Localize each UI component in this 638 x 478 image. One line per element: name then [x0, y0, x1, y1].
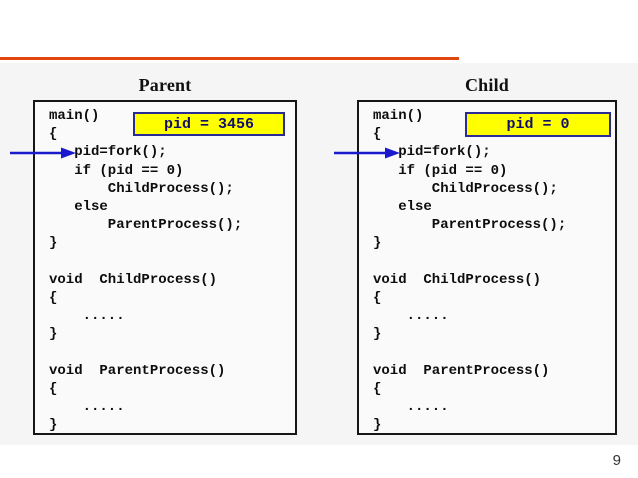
parent-figure-title: Parent [138, 75, 192, 95]
title-underline-rule [0, 57, 459, 60]
parent-pid-value: pid = 3456 [163, 115, 254, 133]
parent-code-box: main() { pid=fork(); if (pid == 0) Child… [33, 100, 297, 435]
child-pid-value: pid = 0 [506, 116, 570, 133]
child-fork-arrow-icon [334, 147, 400, 159]
child-code-listing: main() { pid=fork(); if (pid == 0) Child… [373, 108, 567, 434]
parent-pid-badge: pid = 3456 [133, 112, 285, 136]
parent-fork-arrow-head [61, 147, 76, 159]
page-number: 9 [612, 452, 621, 469]
child-pid-badge: pid = 0 [465, 112, 611, 137]
child-code-box: main() { pid=fork(); if (pid == 0) Child… [357, 100, 617, 435]
parent-fork-arrow-icon [10, 147, 76, 159]
child-figure-title: Child [464, 75, 510, 95]
parent-code-listing: main() { pid=fork(); if (pid == 0) Child… [49, 108, 243, 434]
child-fork-arrow-head [385, 147, 400, 159]
figure-panel: Parent main() { pid=fork(); if (pid == 0… [0, 63, 638, 445]
